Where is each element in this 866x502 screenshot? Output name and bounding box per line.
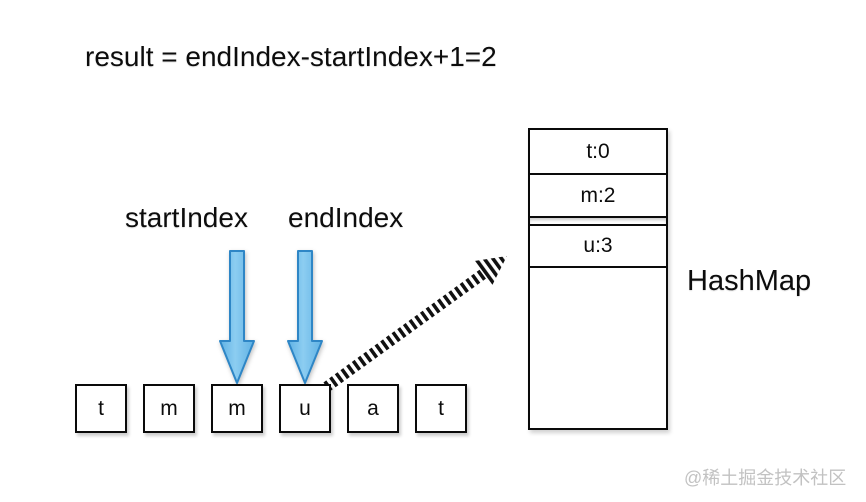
array-cell: a: [347, 384, 399, 433]
array-cell: u: [279, 384, 331, 433]
hashmap-pointer-arrow-line: [317, 269, 487, 396]
array-cell: m: [211, 384, 263, 433]
hashmap-empty-row: [530, 268, 666, 428]
array-cell: t: [415, 384, 467, 433]
array-cell: t: [75, 384, 127, 433]
start-index-label: startIndex: [125, 202, 248, 233]
result-formula-text: result = endIndex-startIndex+1=2: [85, 41, 497, 72]
watermark: @稀土掘金技术社区: [684, 468, 847, 488]
hashmap-table: t:0 m:2 u:3: [528, 128, 668, 430]
hashmap-label: HashMap: [687, 265, 812, 297]
end-index-arrow: [287, 250, 323, 384]
hashmap-entry-row: u:3: [530, 224, 666, 268]
hashmap-entry-row: m:2: [530, 175, 666, 218]
end-index-label: endIndex: [288, 202, 404, 233]
array-cell: m: [143, 384, 195, 433]
start-index-arrow: [219, 250, 255, 384]
hashmap-entry-row: t:0: [530, 130, 666, 175]
hashmap-pointer-arrow-head: [473, 256, 507, 287]
